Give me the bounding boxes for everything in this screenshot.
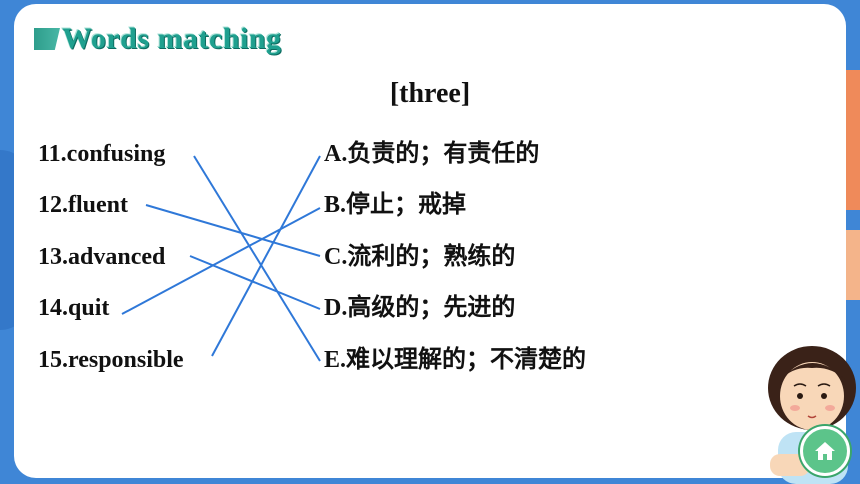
word-item-quit: 14.quit [38, 295, 110, 321]
word-item-advanced: 13.advanced [38, 244, 166, 270]
word-item-responsible: 15.responsible [38, 347, 184, 373]
title-bar: Words matching [34, 22, 282, 56]
matching-lines [121, 155, 321, 362]
definition-item-a: A.负责的；有责任的 [324, 141, 540, 167]
match-line-quit-b [121, 207, 321, 315]
definition-item-d: D.高级的；先进的 [324, 295, 516, 321]
match-line-advanced-d [189, 255, 321, 310]
match-line-responsible-a [211, 155, 321, 357]
page-title: Words matching [62, 22, 282, 55]
word-item-confusing: 11.confusing [38, 141, 166, 167]
definition-item-b: B.停止；戒掉 [324, 192, 467, 218]
section-subtitle: [three] [389, 78, 471, 109]
definition-item-c: C.流利的；熟练的 [324, 244, 516, 270]
definition-item-e: E.难以理解的；不清楚的 [324, 347, 587, 373]
match-line-fluent-c [145, 204, 321, 257]
word-item-fluent: 12.fluent [38, 192, 128, 218]
title-flag-icon [34, 28, 60, 50]
home-icon [815, 442, 835, 460]
home-button[interactable] [800, 426, 850, 476]
slide-card: Words matching [three] 11.confusing 12.f… [14, 4, 846, 478]
match-line-confusing-e [193, 155, 321, 362]
